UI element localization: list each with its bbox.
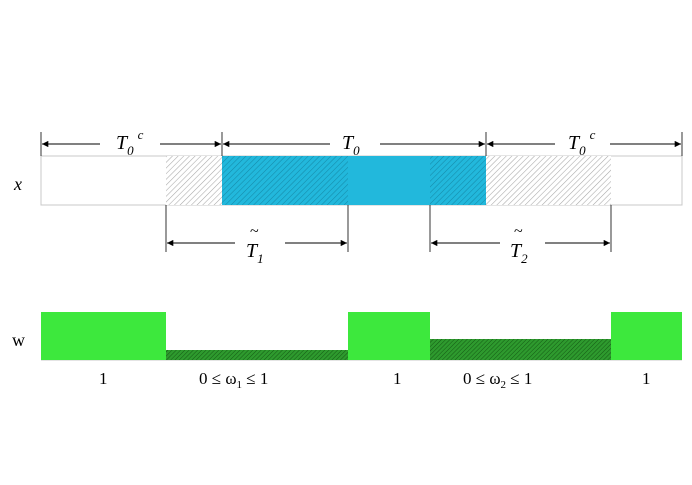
x-segment-cyan-solid bbox=[348, 156, 430, 205]
x-bar bbox=[40, 155, 683, 206]
x-segment-gray-hatched-right bbox=[486, 156, 611, 205]
x-segment-cyan-hatched-left bbox=[222, 156, 348, 205]
label-T2: T2 bbox=[510, 240, 528, 266]
w-segment-2-low bbox=[166, 350, 348, 360]
label-T2-tilde: ~ bbox=[514, 223, 523, 240]
w-segment-5-full bbox=[611, 312, 682, 360]
x-segment-gray-hatched-left bbox=[166, 156, 222, 205]
w-seg4-label: 0 ≤ ω2 ≤ 1 bbox=[463, 369, 532, 391]
w-segment-4-mid bbox=[430, 339, 611, 360]
w-seg2-label: 0 ≤ ω1 ≤ 1 bbox=[199, 369, 268, 391]
w-segment-1-full bbox=[41, 312, 166, 360]
guide-lines bbox=[40, 132, 683, 252]
w-seg3-label: 1 bbox=[393, 369, 402, 388]
w-segment-3-full bbox=[348, 312, 430, 360]
label-T1-tilde: ~ bbox=[250, 223, 259, 240]
label-T1: T1 bbox=[246, 240, 264, 266]
label-T0: T0 bbox=[342, 132, 360, 158]
x-row-label: x bbox=[13, 174, 22, 194]
w-bar bbox=[41, 312, 682, 361]
w-seg1-label: 1 bbox=[99, 369, 108, 388]
w-row-label: w bbox=[12, 330, 25, 350]
label-T0c-left: T0c bbox=[116, 127, 144, 158]
label-T0c-right: T0c bbox=[568, 127, 596, 158]
x-segment-cyan-hatched-right bbox=[430, 156, 486, 205]
w-seg5-label: 1 bbox=[642, 369, 651, 388]
